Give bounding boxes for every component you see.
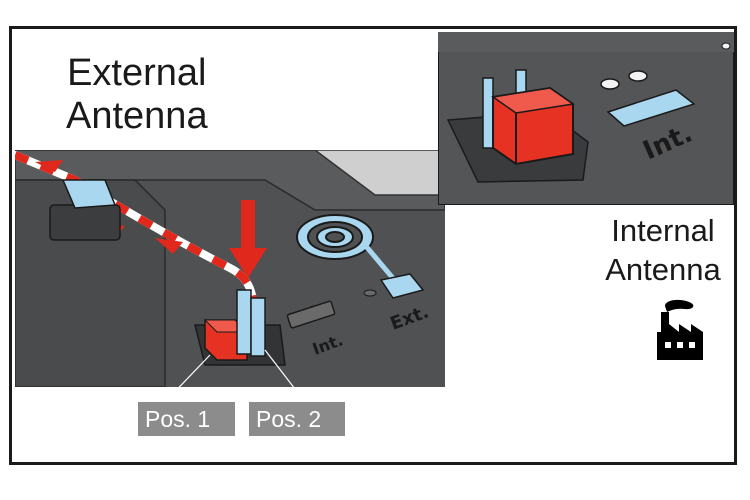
- inset-jumper-block: [491, 86, 575, 166]
- external-antenna-label-line1: External: [67, 52, 207, 94]
- main-board-closeup: Ext. Int.: [15, 150, 445, 387]
- position-2-label: Pos. 2: [249, 402, 345, 436]
- cable-arrow-1: [35, 160, 63, 172]
- internal-antenna-label-line2: Antenna: [605, 251, 721, 287]
- connector-pos2: [236, 289, 266, 357]
- arrow-down-icon: [229, 200, 267, 278]
- antenna-coil: [296, 214, 425, 299]
- position-1-label: Pos. 1: [138, 402, 235, 436]
- external-antenna-label: External Antenna: [66, 52, 208, 138]
- internal-antenna-label: Internal Antenna: [588, 212, 738, 290]
- cable-arrow-3: [155, 238, 183, 254]
- external-antenna-label-line2: Antenna: [66, 94, 208, 137]
- factory-icon: [657, 299, 703, 360]
- internal-antenna-label-line1: Internal: [611, 213, 715, 248]
- inset-board-closeup: Int.: [438, 32, 734, 205]
